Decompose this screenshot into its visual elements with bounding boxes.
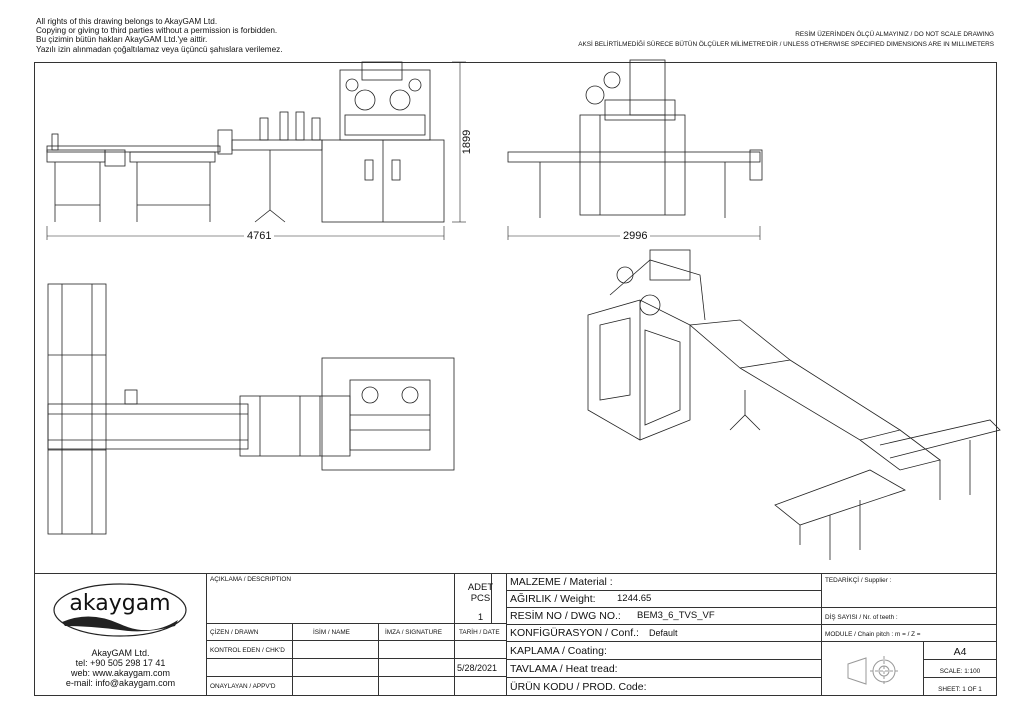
top-view: [47, 283, 455, 535]
drawn-label: ÇİZEN / DRAWN: [210, 629, 259, 636]
size-cell: A4: [923, 641, 997, 660]
quantity-value: 1: [477, 612, 484, 623]
drawn-label-cell: ÇİZEN / DRAWN: [206, 623, 293, 641]
supplier-cell: TEDARİKÇİ / Supplier :: [821, 573, 997, 608]
copyright-line: Yazılı izin alınmadan çoğaltılamaz veya …: [36, 44, 283, 54]
name-header: İSİM / NAME: [313, 629, 350, 636]
coating-label: KAPLAMA / Coating:: [510, 645, 607, 657]
scale-notice-line: AKSİ BELİRTİLMEDİĞİ SÜRECE BÜTÜN ÖLÇÜLER…: [578, 41, 994, 48]
isometric-view: [587, 249, 1001, 560]
teeth-cell: DİŞ SAYISI / Nr. of teeth :: [821, 607, 997, 625]
scale-notice-line: RESİM ÜZERİNDEN ÖLÇÜ ALMAYINIZ / DO NOT …: [795, 31, 994, 38]
title-block: akaygam AkayGAM Ltd. tel: +90 505 298 17…: [34, 573, 997, 696]
quantity-label-en: PCS: [470, 593, 491, 604]
company-web: web: www.akaygam.com: [70, 668, 171, 678]
sheet-cell: SHEET: 1 OF 1: [923, 677, 997, 696]
drawn-name-cell: [292, 640, 379, 659]
checked-signature-cell: [378, 658, 455, 677]
description-cell: AÇIKLAMA / DESCRIPTION: [206, 573, 492, 624]
dwg-cell: RESİM NO / DWG NO.: BEM3_6_TVS_VF: [506, 607, 822, 625]
teeth-label: DİŞ SAYISI / Nr. of teeth :: [825, 614, 898, 621]
approved-name-cell: [292, 676, 379, 696]
module-label: MODULE / Chain pitch : m = / Z =: [825, 631, 921, 638]
dimension-front-height: 1899: [461, 126, 474, 158]
heat-label: TAVLAMA / Heat tread:: [510, 663, 618, 675]
scale-value: SCALE: 1:100: [939, 668, 981, 675]
weight-label: AĞIRLIK / Weight:: [510, 593, 596, 605]
company-email: e-mail: info@akaygam.com: [65, 678, 176, 688]
material-cell: MALZEME / Material :: [506, 573, 822, 591]
dimension-front-length: 4761: [244, 230, 275, 242]
copyright-line: Bu çizimin bütün hakları AkayGAM Ltd.'ye…: [36, 35, 208, 45]
module-cell: MODULE / Chain pitch : m = / Z =: [821, 624, 997, 642]
material-label: MALZEME / Material :: [510, 576, 613, 588]
copyright-line: All rights of this drawing belongs to Ak…: [36, 17, 218, 26]
dwg-value: BEM3_6_TVS_VF: [637, 610, 715, 621]
checked-label: KONTROL EDEN / CHK'D: [210, 647, 285, 654]
date-header-cell: TARİH / DATE: [454, 623, 507, 641]
scale-cell: SCALE: 1:100: [923, 659, 997, 678]
description-label: AÇIKLAMA / DESCRIPTION: [210, 576, 291, 583]
prod-label: ÜRÜN KODU / PROD. Code:: [510, 681, 647, 693]
signature-header-cell: İMZA / SIGNATURE: [378, 623, 455, 641]
conf-label: KONFİGÜRASYON / Conf.:: [510, 627, 639, 639]
prod-cell: ÜRÜN KODU / PROD. Code:: [506, 677, 822, 696]
checked-date-cell: 5/28/2021: [454, 658, 507, 677]
front-view: [46, 61, 466, 240]
date-value: 5/28/2021: [457, 663, 498, 673]
checked-name-cell: [292, 658, 379, 677]
scale-notice: RESİM ÜZERİNDEN ÖLÇÜ ALMAYINIZ / DO NOT …: [578, 30, 994, 50]
projection-symbol-cell: [821, 641, 924, 696]
date-header: TARİH / DATE: [459, 629, 500, 636]
sheet-size-value: A4: [953, 646, 967, 658]
supplier-label: TEDARİKÇİ / Supplier :: [825, 577, 892, 584]
company-name: AkayGAM Ltd.: [91, 648, 150, 658]
projection-symbol-icon: [847, 656, 900, 686]
company-logo: akaygam: [53, 583, 187, 637]
drawn-date-cell: [454, 640, 507, 659]
copyright-line: Copying or giving to third parties witho…: [36, 26, 278, 36]
conf-value: Default: [649, 628, 678, 638]
approved-label: ONAYLAYAN / APPV'D: [210, 683, 276, 690]
approved-signature-cell: [378, 676, 455, 696]
weight-value: 1244.65: [617, 593, 652, 604]
logo-wordmark: akaygam: [69, 591, 170, 616]
sheet-value: SHEET: 1 OF 1: [938, 686, 982, 693]
name-header-cell: İSİM / NAME: [292, 623, 379, 641]
signature-header: İMZA / SIGNATURE: [385, 629, 443, 636]
heat-cell: TAVLAMA / Heat tread:: [506, 659, 822, 678]
copyright-notice: All rights of this drawing belongs to Ak…: [36, 17, 283, 54]
conf-cell: KONFİGÜRASYON / Conf.: Default: [506, 624, 822, 642]
drawn-signature-cell: [378, 640, 455, 659]
quantity-label-tr: ADET: [467, 582, 494, 593]
quantity-cell: ADET PCS 1: [454, 573, 507, 624]
approved-label-cell: ONAYLAYAN / APPV'D: [206, 676, 293, 696]
approved-filler: [206, 658, 293, 677]
approved-date-cell: [454, 676, 507, 696]
company-contact: AkayGAM Ltd. tel: +90 505 298 17 41 web:…: [35, 648, 206, 688]
checked-label-cell: KONTROL EDEN / CHK'D: [206, 640, 293, 659]
dimension-side-length: 2996: [620, 230, 651, 242]
company-tel: tel: +90 505 298 17 41: [75, 658, 166, 668]
coating-cell: KAPLAMA / Coating:: [506, 641, 822, 660]
weight-cell: AĞIRLIK / Weight: 1244.65: [506, 590, 822, 608]
dwg-label: RESİM NO / DWG NO.:: [510, 610, 621, 622]
side-view: [507, 59, 763, 240]
company-info: akaygam AkayGAM Ltd. tel: +90 505 298 17…: [34, 573, 207, 696]
